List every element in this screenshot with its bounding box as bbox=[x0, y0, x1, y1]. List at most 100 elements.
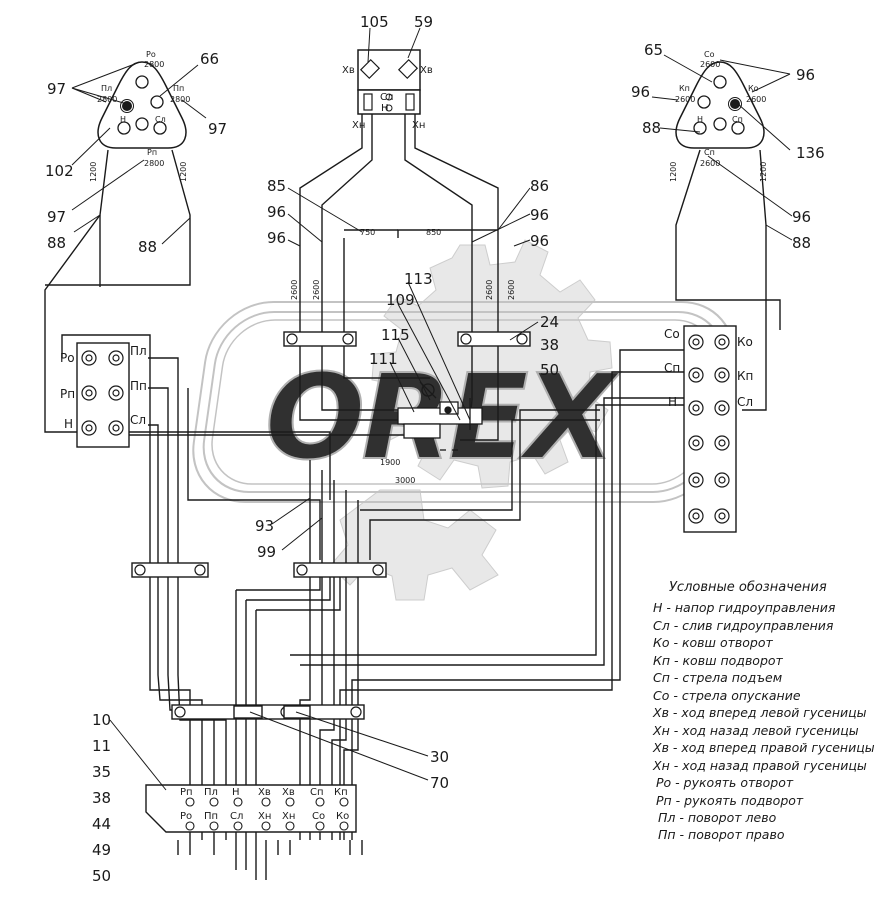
dim-2600: 2600 bbox=[700, 60, 720, 69]
callout-96: 96 bbox=[267, 229, 286, 247]
port-label-sl: Сл bbox=[737, 395, 753, 409]
clamp-bottom bbox=[171, 704, 365, 720]
hose-clamps bbox=[131, 331, 531, 720]
port-label-pl: Пл bbox=[130, 344, 147, 358]
dim-1200: 1200 bbox=[669, 162, 678, 182]
callout-88: 88 bbox=[792, 234, 811, 252]
bottom-port-rp: Рп bbox=[180, 787, 193, 798]
callout-86: 86 bbox=[530, 177, 549, 195]
dim-2600: 2600 bbox=[507, 280, 516, 300]
port-label-xv-left: Хв bbox=[342, 65, 355, 76]
legend-item: Пп - поворот право bbox=[658, 827, 785, 842]
port-label-h: Н bbox=[381, 103, 389, 114]
legend-item: Кп - ковш подворот bbox=[653, 653, 784, 668]
dim-2600: 2600 bbox=[746, 95, 766, 104]
callout-96: 96 bbox=[631, 83, 650, 101]
port-label-sl: Сл bbox=[380, 92, 393, 103]
port-label-h: Н bbox=[64, 417, 73, 431]
legend-item: Н - напор гидроуправления bbox=[653, 600, 836, 615]
port-label-kp: Кп bbox=[679, 84, 690, 93]
callout-96: 96 bbox=[267, 203, 286, 221]
leader-lines bbox=[71, 27, 793, 791]
dim-1200: 1200 bbox=[179, 162, 188, 182]
central-valve-assembly: 1900 3000 bbox=[380, 381, 483, 485]
callout-97: 97 bbox=[47, 208, 66, 226]
port-label-pp: Пп bbox=[130, 379, 147, 393]
callout-65: 65 bbox=[644, 41, 663, 59]
top-pedal-valve: Хв Хв Сл Н Хн Хн 750 850 2600 2600 2600 … bbox=[290, 49, 516, 300]
callout-88: 88 bbox=[138, 238, 157, 256]
bottom-port-xn-r: Хн bbox=[282, 811, 295, 822]
bottom-port-xn-l: Хн bbox=[258, 811, 271, 822]
dim-2600: 2600 bbox=[675, 95, 695, 104]
port-label-co: Со bbox=[704, 50, 715, 59]
bottom-connector-block: Рп Пл Н Хв Хв Сп Кп Ро Пп Сл Хн Хн Со Ко bbox=[145, 784, 357, 833]
bottom-port-xv-r: Хв bbox=[282, 787, 295, 798]
port-label-h: Н bbox=[697, 115, 703, 124]
callout-49: 49 bbox=[92, 841, 111, 859]
dim-2600: 2600 bbox=[312, 280, 321, 300]
port-label-co: Со bbox=[664, 327, 680, 341]
port-label-ko: Ко bbox=[737, 335, 753, 349]
port-label-pn: Рп bbox=[60, 387, 75, 401]
port-label-po: Ро bbox=[146, 50, 156, 59]
callout-93: 93 bbox=[255, 517, 274, 535]
port-label-sp: Сп bbox=[732, 115, 743, 124]
dim-1200: 1200 bbox=[759, 162, 768, 182]
port-label-h: Н bbox=[668, 395, 677, 409]
watermark-gear-lower bbox=[329, 489, 499, 601]
callout-numbers: 105 59 66 97 97 102 97 88 88 65 96 96 88… bbox=[45, 13, 825, 885]
callout-113: 113 bbox=[404, 270, 433, 288]
dim-750: 750 bbox=[360, 228, 375, 237]
callout-11: 11 bbox=[92, 737, 111, 755]
port-label-xv-right: Хв bbox=[420, 65, 433, 76]
port-label-pp: Пп bbox=[173, 84, 184, 93]
port-label-sp: Сп bbox=[664, 361, 680, 375]
legend-item: Сл - слив гидроуправления bbox=[653, 618, 834, 633]
legend: Условные обозначения Н - напор гидроупра… bbox=[652, 580, 875, 842]
port-label-sp-lower: Сп bbox=[704, 148, 715, 157]
left-distribution-block: Ро Пл Рп Пп Н Сл bbox=[60, 342, 147, 448]
legend-item: Пл - поворот лево bbox=[658, 810, 777, 825]
callout-109: 109 bbox=[386, 291, 415, 309]
clamp-top-right bbox=[457, 331, 531, 347]
legend-title: Условные обозначения bbox=[669, 580, 827, 595]
clamp-mid-right bbox=[293, 562, 387, 578]
dim-850: 850 bbox=[426, 228, 441, 237]
callout-105: 105 bbox=[360, 13, 389, 31]
callout-50: 50 bbox=[540, 361, 559, 379]
clamp-top-left bbox=[283, 331, 357, 347]
dim-3000: 3000 bbox=[395, 476, 415, 485]
callout-38: 38 bbox=[540, 336, 559, 354]
port-label-xn-right: Хн bbox=[412, 120, 425, 131]
dim-2800: 2800 bbox=[170, 95, 190, 104]
callout-10: 10 bbox=[92, 711, 111, 729]
dim-1900: 1900 bbox=[380, 458, 400, 467]
callout-30: 30 bbox=[430, 748, 449, 766]
callout-85: 85 bbox=[267, 177, 286, 195]
callout-102: 102 bbox=[45, 162, 74, 180]
callout-59: 59 bbox=[414, 13, 433, 31]
callout-96: 96 bbox=[530, 232, 549, 250]
bottom-port-pl: Пл bbox=[204, 787, 218, 798]
callout-96: 96 bbox=[796, 66, 815, 84]
callout-99: 99 bbox=[257, 543, 276, 561]
callout-24: 24 bbox=[540, 313, 559, 331]
legend-item: Со - стрела опускание bbox=[653, 688, 801, 703]
legend-item: Сп - стрела подъем bbox=[653, 670, 782, 685]
dim-2800: 2800 bbox=[144, 60, 164, 69]
callout-115: 115 bbox=[381, 326, 410, 344]
port-label-sl: Сл bbox=[130, 413, 146, 427]
bottom-port-pp: Пп bbox=[204, 811, 218, 822]
bottom-port-sl: Сл bbox=[230, 811, 243, 822]
port-label-kp: Кп bbox=[737, 369, 753, 383]
bottom-port-ro: Ро bbox=[180, 811, 192, 822]
callout-97: 97 bbox=[208, 120, 227, 138]
callout-96: 96 bbox=[792, 208, 811, 226]
legend-item: Хн - ход назад правой гусеницы bbox=[652, 758, 867, 773]
dim-1200: 1200 bbox=[89, 162, 98, 182]
port-circle bbox=[135, 75, 149, 89]
callout-96: 96 bbox=[530, 206, 549, 224]
legend-item: Хв - ход вперед правой гусеницы bbox=[652, 740, 875, 755]
